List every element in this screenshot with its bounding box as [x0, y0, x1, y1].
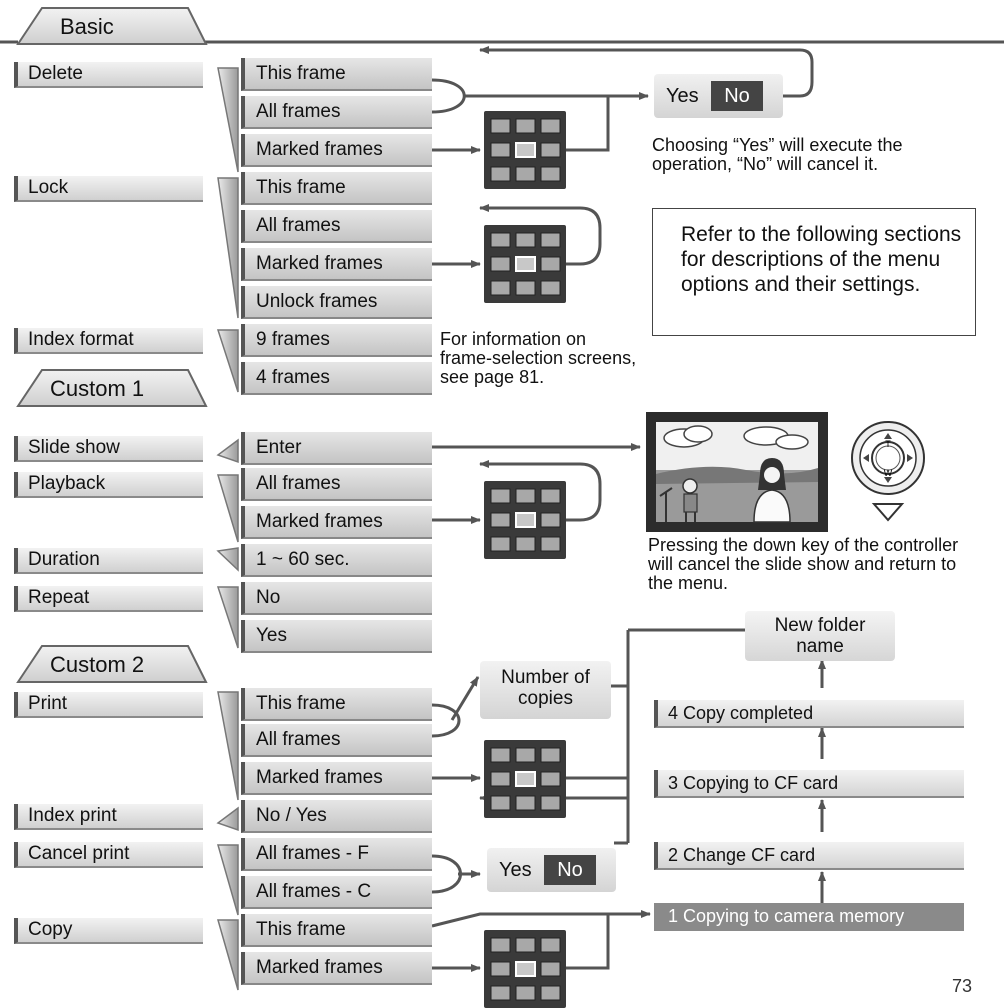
option-this-frame[interactable]: This frame	[241, 914, 432, 947]
no-button[interactable]: No	[711, 81, 763, 111]
menu-item-duration[interactable]: Duration	[14, 548, 203, 574]
option-all-frames[interactable]: All frames	[241, 468, 432, 501]
number-of-copies-box[interactable]: Number of copies	[480, 661, 611, 719]
menu-item-repeat[interactable]: Repeat	[14, 586, 203, 612]
yes-no-note: Choosing “Yes” will execute the operatio…	[652, 135, 903, 174]
new-folder-name-label: New folder name	[774, 615, 866, 657]
refer-note-box: Refer to the following sections for desc…	[652, 208, 976, 336]
option-all-frames-f[interactable]: All frames - F	[241, 838, 432, 871]
controller-icon: T W	[851, 421, 925, 522]
copy-step-3: 3 Copying to CF card	[654, 770, 964, 798]
option-9-frames[interactable]: 9 frames	[241, 324, 432, 357]
option-this-frame[interactable]: This frame	[241, 688, 432, 721]
tab-basic[interactable]: Basic	[60, 14, 114, 39]
option-4-frames[interactable]: 4 frames	[241, 362, 432, 395]
menu-item-lock[interactable]: Lock	[14, 176, 203, 202]
page-number: 73	[952, 976, 973, 996]
controller-bottom-mark: W	[884, 468, 893, 478]
option-yes[interactable]: Yes	[241, 620, 432, 653]
frame-selection-grid-icon	[484, 225, 566, 303]
no-button[interactable]: No	[544, 855, 596, 885]
copy-step-4: 4 Copy completed	[654, 700, 964, 728]
option-no[interactable]: No	[241, 582, 432, 615]
tab-basic-shape	[16, 7, 208, 45]
option-all-frames[interactable]: All frames	[241, 724, 432, 757]
option-unlock-frames[interactable]: Unlock frames	[241, 286, 432, 319]
menu-item-playback[interactable]: Playback	[14, 472, 203, 498]
tab-custom2-shape	[16, 645, 208, 683]
tab-custom-2[interactable]: Custom 2	[50, 652, 145, 677]
yes-button[interactable]: Yes	[499, 859, 532, 881]
menu-item-delete[interactable]: Delete	[14, 62, 203, 88]
menu-item-index-print[interactable]: Index print	[14, 804, 203, 830]
menu-item-copy[interactable]: Copy	[14, 918, 203, 944]
copy-step-1: 1 Copying to camera memory	[654, 903, 964, 931]
yes-button[interactable]: Yes	[666, 85, 699, 107]
menu-item-slide-show[interactable]: Slide show	[14, 436, 203, 462]
confirm-dialog: Yes No	[654, 74, 783, 118]
option-duration-range[interactable]: 1 ~ 60 sec.	[241, 544, 432, 577]
frame-selection-note: For information on frame-selection scree…	[440, 329, 637, 387]
option-marked-frames[interactable]: Marked frames	[241, 134, 432, 167]
frame-selection-grid-icon	[484, 930, 566, 1008]
number-of-copies-label: Number of copies	[501, 667, 590, 709]
option-marked-frames[interactable]: Marked frames	[241, 248, 432, 281]
controller-top-mark: T	[885, 439, 891, 449]
copy-step-2: 2 Change CF card	[654, 842, 964, 870]
option-no-yes[interactable]: No / Yes	[241, 800, 432, 833]
menu-item-cancel-print[interactable]: Cancel print	[14, 842, 203, 868]
menu-item-index-format[interactable]: Index format	[14, 328, 203, 354]
frame-selection-grid-icon	[484, 111, 566, 189]
refer-note: Refer to the following sections for desc…	[681, 223, 962, 296]
option-all-frames[interactable]: All frames	[241, 96, 432, 129]
tab-custom-1[interactable]: Custom 1	[50, 376, 145, 401]
slide-show-image	[646, 412, 828, 532]
tab-custom1-shape	[16, 369, 208, 407]
new-folder-name-box[interactable]: New folder name	[745, 611, 895, 661]
option-all-frames-c[interactable]: All frames - C	[241, 876, 432, 909]
option-all-frames[interactable]: All frames	[241, 210, 432, 243]
option-marked-frames[interactable]: Marked frames	[241, 952, 432, 985]
option-marked-frames[interactable]: Marked frames	[241, 506, 432, 539]
menu-item-print[interactable]: Print	[14, 692, 203, 718]
option-marked-frames[interactable]: Marked frames	[241, 762, 432, 795]
frame-selection-grid-icon	[484, 740, 566, 818]
down-key-note: Pressing the down key of the controller …	[648, 535, 959, 593]
option-this-frame[interactable]: This frame	[241, 172, 432, 205]
option-enter[interactable]: Enter	[241, 432, 432, 465]
option-this-frame[interactable]: This frame	[241, 58, 432, 91]
frame-selection-grid-icon	[484, 481, 566, 559]
confirm-dialog: Yes No	[487, 848, 616, 892]
